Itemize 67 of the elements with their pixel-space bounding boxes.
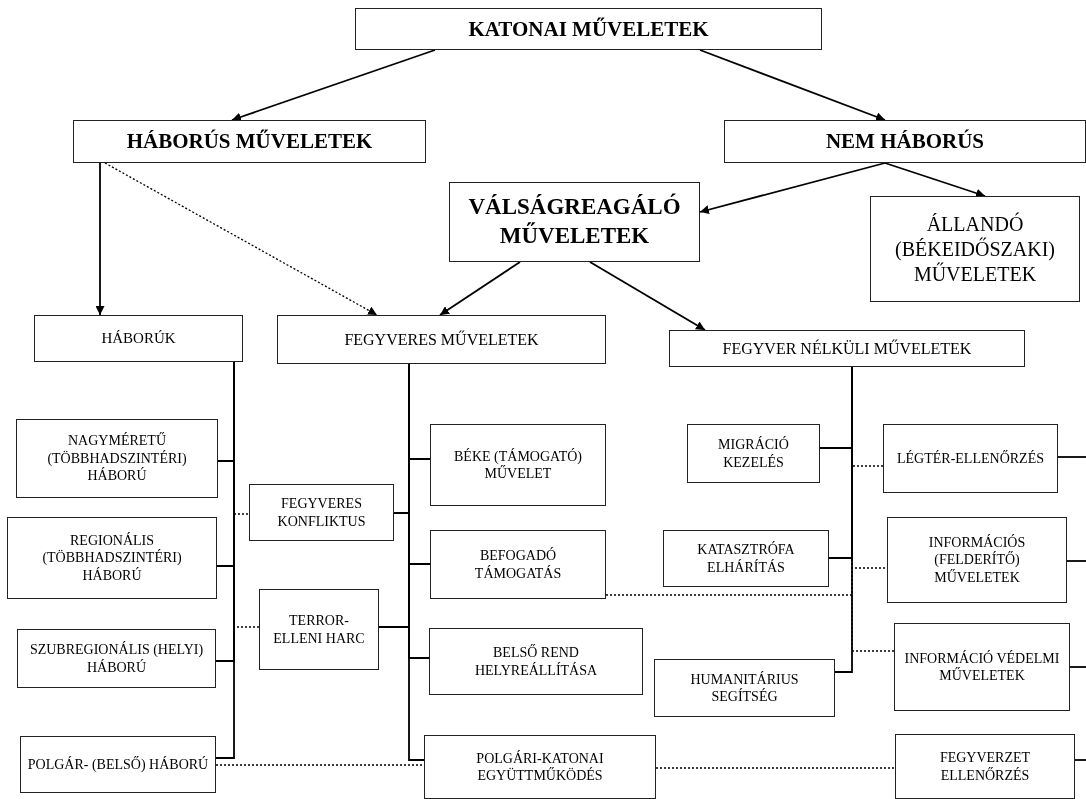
box [887, 517, 1067, 603]
box-label: KATONAI MŰVELETEK [468, 15, 709, 43]
dotted-connector-line [851, 366, 895, 652]
connector-line [834, 366, 853, 673]
box [449, 182, 700, 262]
box [687, 424, 820, 483]
arrow [699, 162, 886, 215]
box [429, 628, 643, 695]
box [663, 530, 829, 587]
dotted-connector-line [233, 361, 260, 628]
box-label: HÁBORÚS MŰVELETEK [126, 128, 373, 155]
box [355, 8, 822, 50]
box-label: NAGYMÉRETŰ (TÖBBHADSZINTÉRI) HÁBORÚ [46, 432, 188, 485]
box-label: INFORMÁCIÓ VÉDELMI MŰVELETEK [903, 649, 1061, 685]
box-label: POLGÁR- (BELSŐ) HÁBORÚ [27, 755, 209, 774]
box [430, 424, 606, 506]
box-label: FEGYVERZET ELLENŐRZÉS [938, 749, 1032, 784]
box-label: BEFOGADÓ TÁMOGATÁS [473, 547, 563, 582]
connector-line [1074, 759, 1086, 761]
connector-line [1069, 666, 1086, 668]
box-label: HUMANITÁRIUS SEGÍTSÉG [689, 670, 800, 706]
box-label: BELSŐ REND HELYREÁLLÍTÁSA [473, 644, 599, 679]
box [249, 484, 394, 541]
dotted-connector-line [215, 764, 425, 766]
box-label: NEM HÁBORÚS [825, 128, 985, 155]
arrow [231, 49, 436, 122]
arrow [439, 261, 521, 316]
box [16, 419, 218, 498]
box-label: FEGYVER NÉLKÜLI MŰVELETEK [722, 338, 972, 359]
arrow [699, 49, 886, 121]
box-label: INFORMÁCIÓS (FELDERÍTŐ) MŰVELETEK [927, 533, 1027, 587]
box-label: TERROR-ELLENI HARC [272, 612, 366, 647]
box-label: HÁBORÚK [101, 329, 176, 348]
arrow [95, 162, 105, 316]
box-label: FEGYVERES MŰVELETEK [344, 329, 539, 350]
box-label: KATASZTRÓFA ELHÁRÍTÁS [696, 541, 796, 576]
box [7, 517, 217, 599]
dotted-arrow [104, 162, 378, 316]
box [277, 315, 606, 364]
arrow [589, 261, 706, 331]
box [17, 629, 216, 688]
box-label: SZUBREGIONÁLIS (HELYI) HÁBORÚ [28, 641, 205, 676]
box [669, 330, 1025, 367]
box-label: BÉKE (TÁMOGATÓ) MŰVELET [453, 447, 583, 483]
box [259, 589, 379, 670]
box [34, 315, 243, 362]
box [724, 120, 1086, 163]
box [870, 196, 1080, 302]
box-label: MIGRÁCIÓ KEZELÉS [717, 436, 790, 471]
box [20, 736, 216, 793]
box-label: REGIONÁLIS (TÖBBHADSZINTÉRI) HÁBORÚ [41, 531, 183, 585]
box [895, 734, 1075, 799]
dotted-connector-line [655, 767, 896, 769]
connector-line [1057, 456, 1086, 458]
box [883, 424, 1058, 493]
box-label: LÉGTÉR-ELLENŐRZÉS [897, 449, 1044, 468]
arrow [884, 162, 986, 198]
box [430, 530, 606, 599]
box [654, 659, 835, 717]
box-label: VÁLSÁGREAGÁLÓ MŰVELETEK [467, 193, 682, 250]
box-label: POLGÁRI-KATONAI EGYÜTTMŰKÖDÉS [475, 749, 605, 785]
box [894, 623, 1070, 711]
connector-line [1066, 560, 1086, 562]
box-label: FEGYVERES KONFLIKTUS [276, 495, 367, 530]
box-label: ÁLLANDÓ (BÉKEIDŐSZAKI) MŰVELETEK [894, 211, 1056, 287]
box [424, 735, 656, 799]
box [73, 120, 426, 163]
